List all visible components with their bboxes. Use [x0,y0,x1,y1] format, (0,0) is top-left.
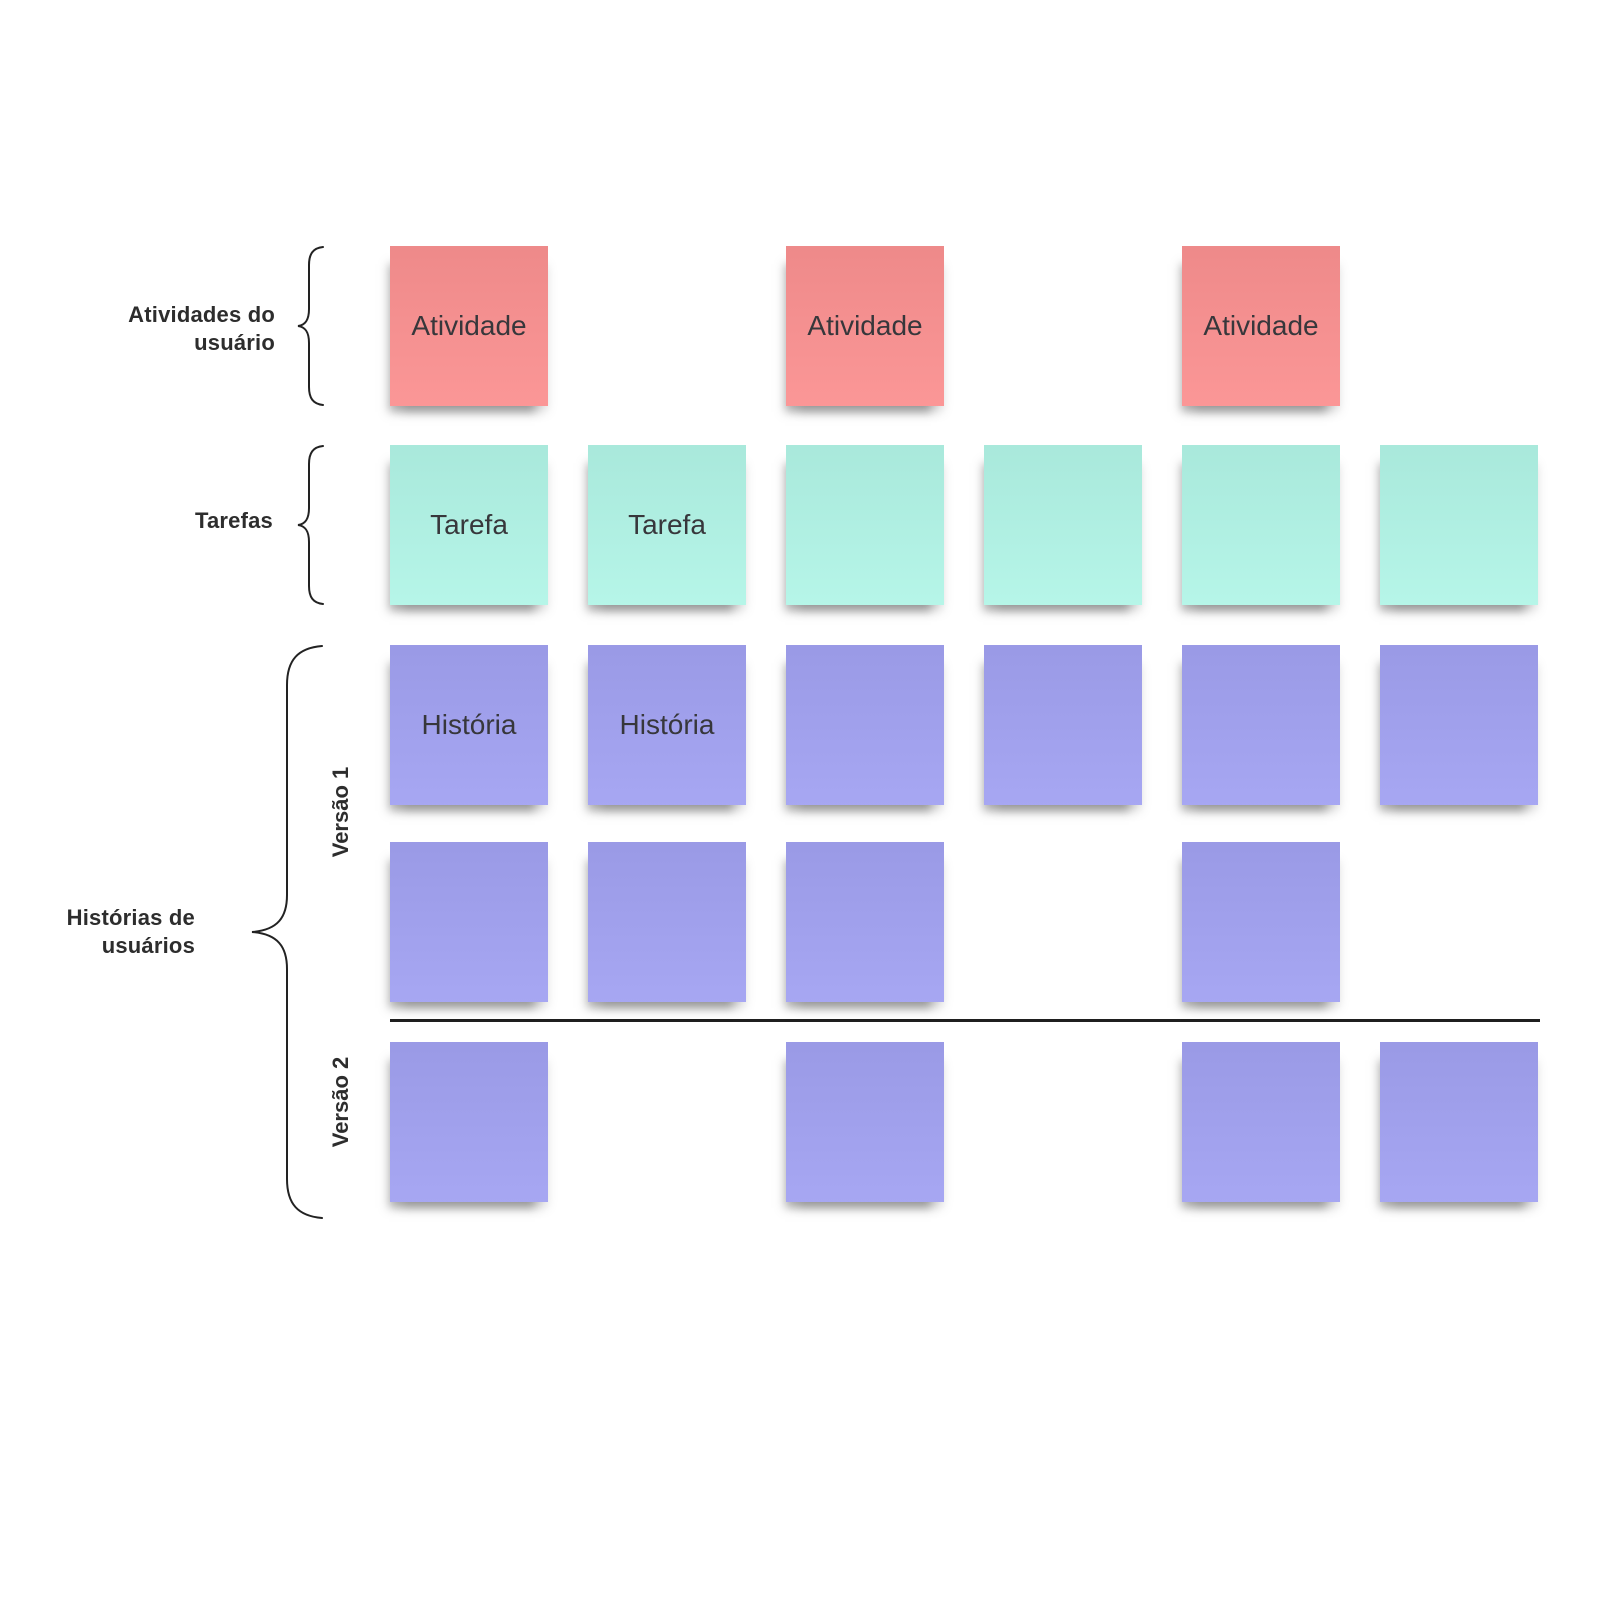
version2-label: Versão 2 [328,1056,353,1148]
note-text: Atividade [411,310,527,341]
note-text: Tarefa [430,509,508,540]
story-note[interactable] [390,1042,548,1202]
story-note[interactable] [1182,842,1340,1002]
activity-note[interactable]: Atividade [1182,246,1340,406]
task-note[interactable]: Tarefa [588,445,746,605]
story-note[interactable] [1380,1042,1538,1202]
activities-label: Atividades do usuário [128,301,275,357]
stories-brace [251,645,323,1219]
activity-note[interactable]: Atividade [390,246,548,406]
story-note[interactable]: História [588,645,746,805]
story-note[interactable] [1380,645,1538,805]
activities-brace [297,246,324,406]
note-text: Atividade [807,310,923,341]
note-text: Tarefa [628,509,706,540]
stories-label-line1: Histórias de [66,905,195,930]
story-note[interactable] [390,842,548,1002]
activity-note[interactable]: Atividade [786,246,944,406]
story-note[interactable] [1182,645,1340,805]
note-text: História [421,709,517,740]
note-text: História [619,709,715,740]
task-note[interactable] [984,445,1142,605]
stories-label: Histórias de usuários [67,904,195,960]
task-note[interactable] [786,445,944,605]
tasks-brace [297,445,324,605]
activities-label-line2: usuário [194,330,275,355]
tasks-label: Tarefas [194,508,273,533]
version1-label: Versão 1 [328,766,353,858]
task-note[interactable] [1380,445,1538,605]
story-note[interactable]: História [390,645,548,805]
story-note[interactable] [786,1042,944,1202]
note-text: Atividade [1203,310,1319,341]
story-note[interactable] [786,645,944,805]
task-note[interactable] [1182,445,1340,605]
activities-label-line1: Atividades do [128,302,275,327]
story-note[interactable] [588,842,746,1002]
task-note[interactable]: Tarefa [390,445,548,605]
version-divider-line [390,1019,1540,1022]
stories-label-line2: usuários [101,933,195,958]
story-note[interactable] [1182,1042,1340,1202]
story-note[interactable] [984,645,1142,805]
story-note[interactable] [786,842,944,1002]
